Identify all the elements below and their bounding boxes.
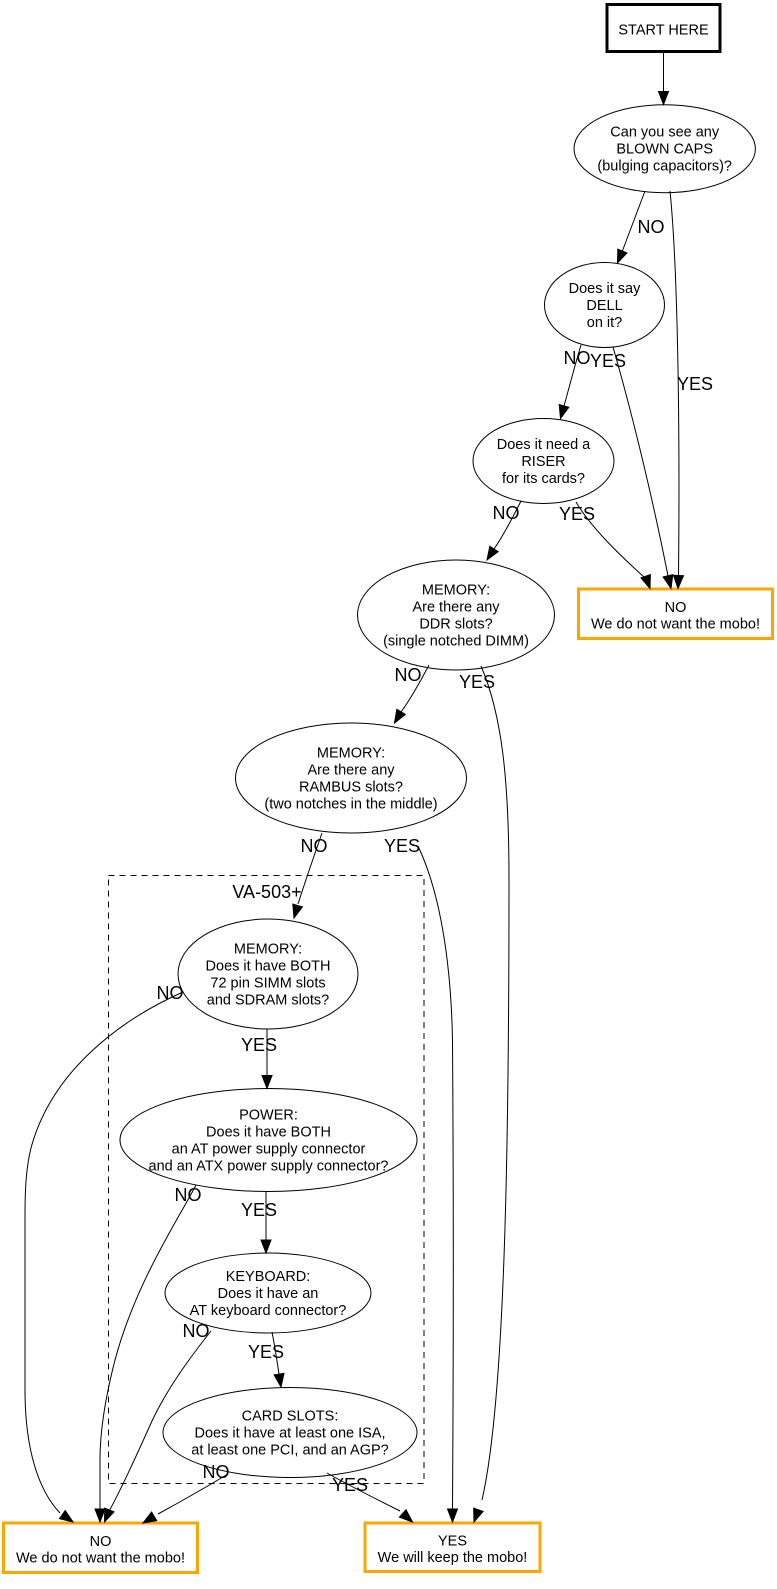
svg-text:Are there any: Are there any — [307, 763, 395, 779]
svg-text:NO: NO — [90, 1534, 112, 1550]
svg-text:and an ATX power supply connec: and an ATX power supply connector? — [149, 1159, 389, 1175]
svg-text:at least one PCI, and an AGP?: at least one PCI, and an AGP? — [191, 1443, 389, 1459]
svg-text:Does it need a: Does it need a — [497, 437, 591, 453]
svg-text:KEYBOARD:: KEYBOARD: — [226, 1269, 311, 1285]
svg-text:We will keep the mobo!: We will keep the mobo! — [378, 1550, 528, 1566]
svg-text:DDR slots?: DDR slots? — [419, 617, 492, 633]
svg-text:YES: YES — [332, 1475, 368, 1495]
svg-text:NO: NO — [638, 217, 665, 237]
svg-text:NO: NO — [203, 1462, 230, 1482]
svg-text:NO: NO — [175, 1185, 202, 1205]
svg-text:YES: YES — [677, 374, 713, 394]
svg-text:DELL: DELL — [586, 298, 622, 314]
svg-text:We do not want the mobo!: We do not want the mobo! — [591, 617, 760, 633]
svg-text:on it?: on it? — [587, 315, 622, 331]
svg-text:CARD SLOTS:: CARD SLOTS: — [242, 1409, 339, 1425]
svg-text:YES: YES — [384, 836, 420, 856]
svg-text:(bulging capacitors)?: (bulging capacitors)? — [597, 159, 732, 175]
svg-text:We do not want the mobo!: We do not want the mobo! — [16, 1551, 185, 1567]
svg-text:YES: YES — [248, 1342, 284, 1362]
svg-text:72 pin SIMM slots: 72 pin SIMM slots — [210, 976, 325, 992]
svg-text:(single notched DIMM): (single notched DIMM) — [383, 634, 529, 650]
svg-text:START HERE: START HERE — [618, 23, 709, 39]
svg-text:YES: YES — [559, 504, 595, 524]
svg-text:and SDRAM slots?: and SDRAM slots? — [207, 993, 330, 1009]
svg-text:Can you see any: Can you see any — [610, 125, 720, 141]
svg-text:Does it say: Does it say — [569, 281, 641, 297]
svg-text:MEMORY:: MEMORY: — [234, 942, 302, 958]
svg-text:VA-503+: VA-503+ — [232, 882, 301, 902]
svg-text:NO: NO — [157, 983, 184, 1003]
svg-text:NO: NO — [395, 665, 422, 685]
svg-text:POWER:: POWER: — [239, 1108, 298, 1124]
svg-text:YES: YES — [590, 351, 626, 371]
svg-text:NO: NO — [665, 600, 687, 616]
svg-text:NO: NO — [564, 348, 591, 368]
svg-text:YES: YES — [459, 672, 495, 692]
svg-text:MEMORY:: MEMORY: — [317, 746, 385, 762]
svg-text:Does it have at least one ISA,: Does it have at least one ISA, — [194, 1426, 385, 1442]
svg-text:NO: NO — [183, 1321, 210, 1341]
svg-text:MEMORY:: MEMORY: — [422, 583, 490, 599]
svg-text:an AT power supply connector: an AT power supply connector — [172, 1142, 366, 1158]
svg-text:RAMBUS slots?: RAMBUS slots? — [299, 780, 403, 796]
svg-text:BLOWN CAPS: BLOWN CAPS — [616, 142, 713, 158]
svg-text:YES: YES — [241, 1200, 277, 1220]
svg-text:Are there any: Are there any — [412, 600, 500, 616]
svg-text:(two notches in the middle): (two notches in the middle) — [264, 797, 437, 813]
svg-text:Does it have BOTH: Does it have BOTH — [206, 959, 331, 975]
svg-text:Does it have BOTH: Does it have BOTH — [206, 1125, 331, 1141]
svg-text:Does it have an: Does it have an — [218, 1286, 319, 1302]
svg-text:YES: YES — [438, 1534, 467, 1550]
svg-text:NO: NO — [493, 503, 520, 523]
svg-text:YES: YES — [241, 1035, 277, 1055]
svg-text:NO: NO — [301, 836, 328, 856]
svg-text:RISER: RISER — [521, 454, 565, 470]
svg-text:for its cards?: for its cards? — [502, 471, 585, 487]
svg-text:AT keyboard connector?: AT keyboard connector? — [190, 1303, 347, 1319]
